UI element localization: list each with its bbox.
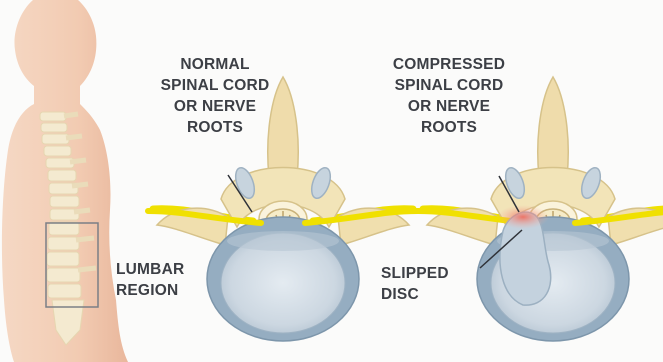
normal-label: NORMAL SPINAL CORD OR NERVE ROOTS xyxy=(150,54,280,138)
compressed-label: COMPRESSED SPINAL CORD OR NERVE ROOTS xyxy=(380,54,518,138)
slipped-label: SLIPPED DISC xyxy=(381,263,491,305)
lumbar-label: LUMBAR REGION xyxy=(116,259,226,301)
